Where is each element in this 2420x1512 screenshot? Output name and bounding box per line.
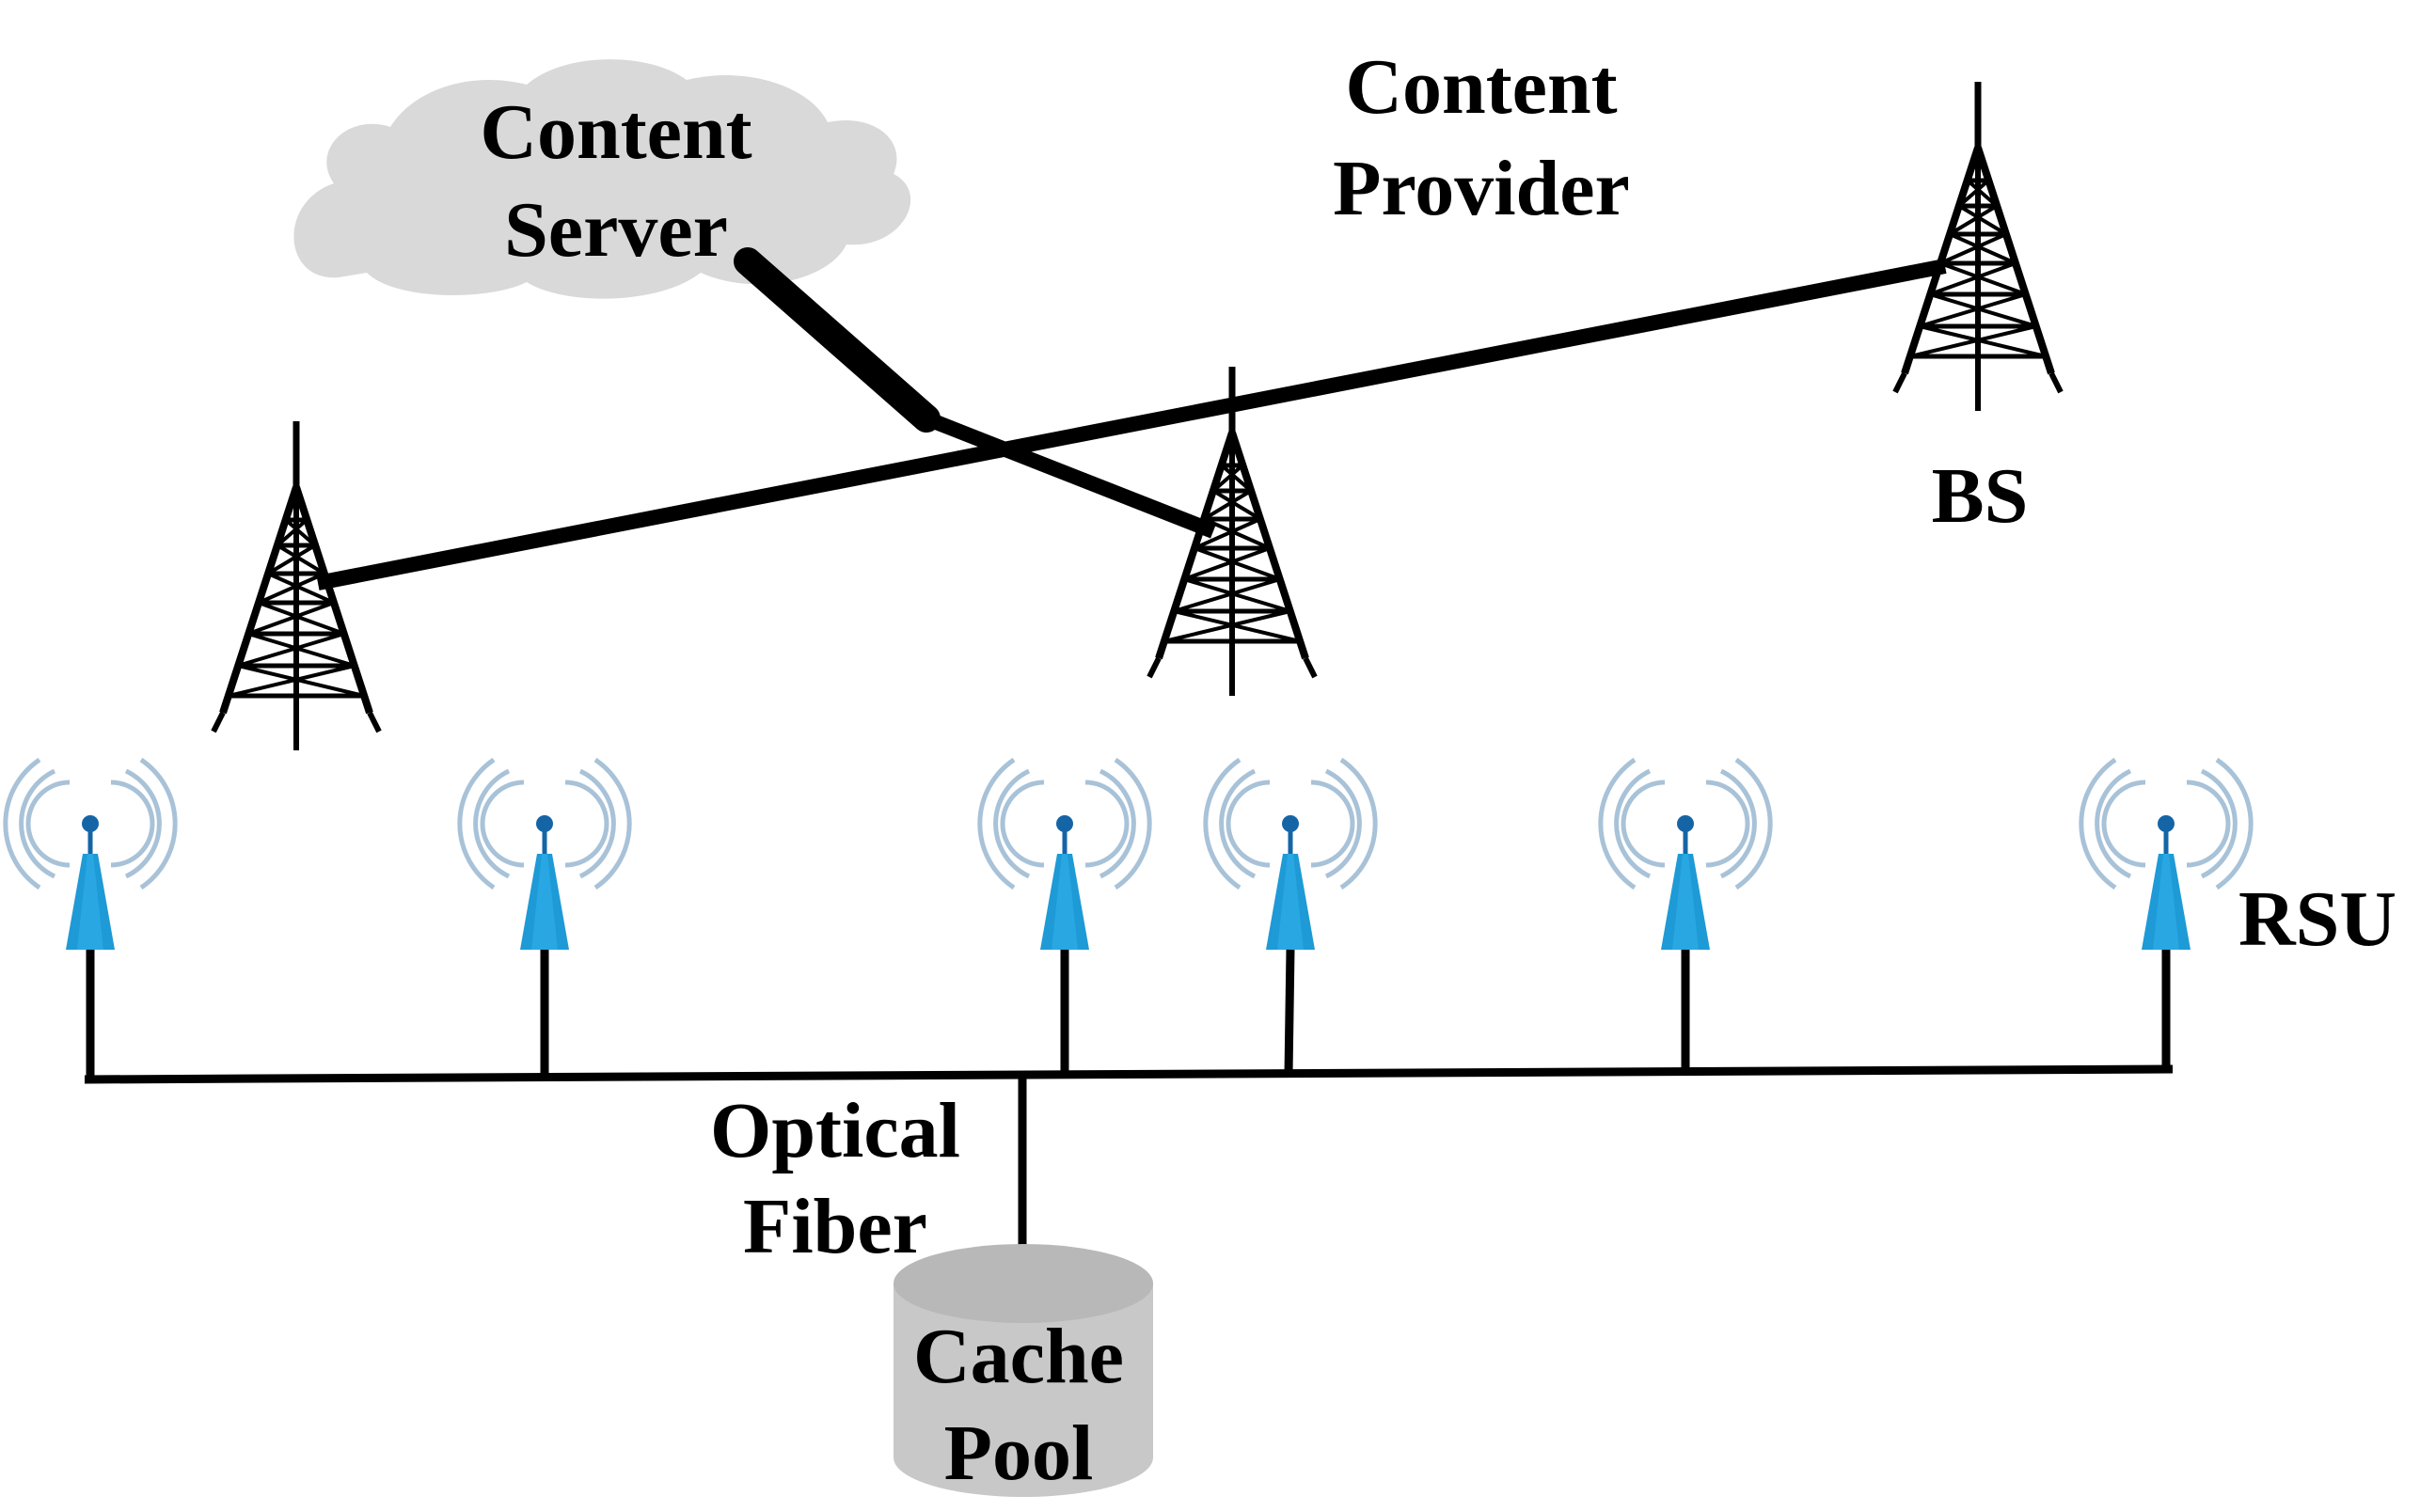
content-provider-label-line2: Provider xyxy=(1333,145,1630,232)
antenna-signal-icon xyxy=(980,760,1149,950)
antenna-signal-icon xyxy=(1601,760,1770,950)
lattice-tower-icon xyxy=(1895,82,2061,411)
bs-label: BS xyxy=(1932,452,2029,540)
optical-fiber-bus xyxy=(84,949,2174,1251)
cache-pool-label-line1: Cache xyxy=(913,1313,1124,1400)
optical-fiber-label-line2: Fiber xyxy=(743,1183,927,1270)
content-provider-label-line1: Content xyxy=(1345,43,1617,131)
antenna-signal-icon xyxy=(460,760,629,950)
backhaul-links xyxy=(316,247,1947,591)
fiber-trunk xyxy=(84,1064,2174,1084)
link-left-bs-to-right-bs xyxy=(316,259,1947,591)
database-cylinder-icon xyxy=(894,1244,1153,1497)
fiber-drop xyxy=(1284,949,1295,1075)
cloud-icon xyxy=(293,59,911,299)
antenna-signal-icon xyxy=(6,760,175,950)
content-server-label-line1: Content xyxy=(480,88,751,176)
base-station-left xyxy=(214,421,379,750)
content-server-label-line2: Server xyxy=(504,186,728,274)
cache-pool-label-line2: Pool xyxy=(944,1410,1094,1497)
optical-fiber-label-line1: Optical xyxy=(710,1087,960,1174)
lattice-tower-icon xyxy=(214,421,379,750)
antenna-signal-icon xyxy=(2081,760,2251,950)
rsu-label: RSU xyxy=(2238,875,2396,963)
antenna-signal-icon xyxy=(1206,760,1375,950)
link-junction-to-center-bs xyxy=(924,411,1216,539)
link-server-to-junction xyxy=(734,247,941,433)
rsu-group xyxy=(6,760,2251,950)
cache-pool: Cache Pool xyxy=(894,1244,1153,1497)
base-station-right xyxy=(1895,82,2061,411)
content-server-cloud: Content Server xyxy=(293,59,911,299)
